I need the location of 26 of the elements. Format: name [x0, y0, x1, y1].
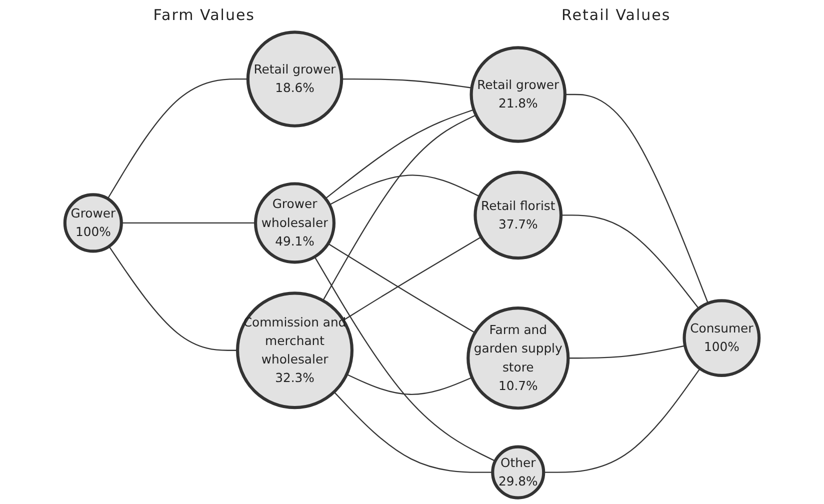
node-circle: Grower wholesaler 49.1%: [254, 182, 336, 264]
node-circle: Other 29.8%: [491, 445, 546, 500]
connector: [322, 114, 476, 301]
connector: [314, 256, 496, 462]
connector: [108, 246, 238, 351]
column-heading: Retail Values: [562, 6, 671, 24]
node-circle: Farm and garden supply store 10.7%: [466, 306, 570, 410]
node-circle: Retail grower 18.6%: [246, 30, 344, 128]
column-heading: Farm Values: [153, 6, 255, 24]
connector: [561, 214, 700, 309]
connector: [568, 345, 686, 359]
connector: [328, 243, 476, 334]
connector: [544, 368, 700, 473]
connector: [325, 109, 474, 200]
connector: [343, 236, 482, 321]
node-circle: Retail grower 21.8%: [470, 46, 567, 143]
connector: [346, 374, 472, 395]
connector: [329, 174, 480, 206]
connector: [342, 78, 472, 88]
connector: [564, 94, 709, 304]
connector: [334, 392, 493, 473]
node-circle: Consumer 100%: [682, 299, 761, 377]
connector: [107, 78, 248, 200]
connector: [121, 222, 256, 224]
node-circle: Retail florist 37.7%: [474, 170, 563, 260]
node-circle: Grower 100%: [63, 193, 123, 253]
